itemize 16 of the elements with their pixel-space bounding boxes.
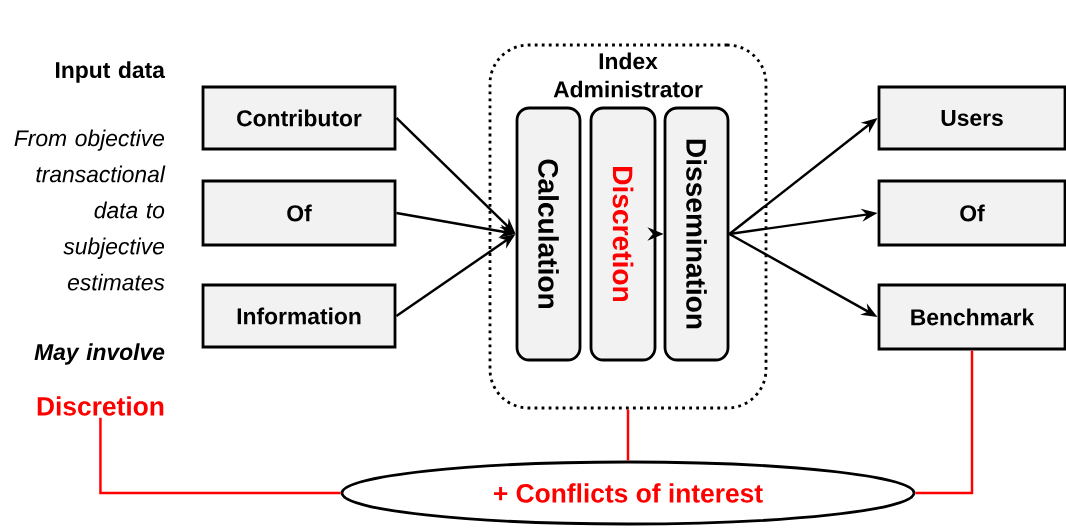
vertical-box: Calculation: [515, 106, 582, 362]
connector-line: [99, 417, 341, 495]
connector-line: [915, 350, 974, 495]
process-box: Contributor: [201, 85, 397, 151]
bare-label: Discretion: [37, 396, 164, 416]
vertical-box: Discretion: [589, 106, 657, 362]
text-label: From objective transactional data to subjective estimates: [14, 129, 166, 291]
connector-line: [626, 409, 630, 461]
vertical-box: Dissemination: [663, 106, 730, 362]
process-box: Information: [201, 283, 397, 349]
text-label: Input data: [56, 61, 166, 83]
process-box: Of: [201, 179, 397, 247]
process-box: Benchmark: [877, 283, 1066, 351]
process-box: Of: [877, 179, 1066, 247]
process-box: Users: [877, 85, 1066, 151]
text-label: May involve: [34, 343, 165, 365]
